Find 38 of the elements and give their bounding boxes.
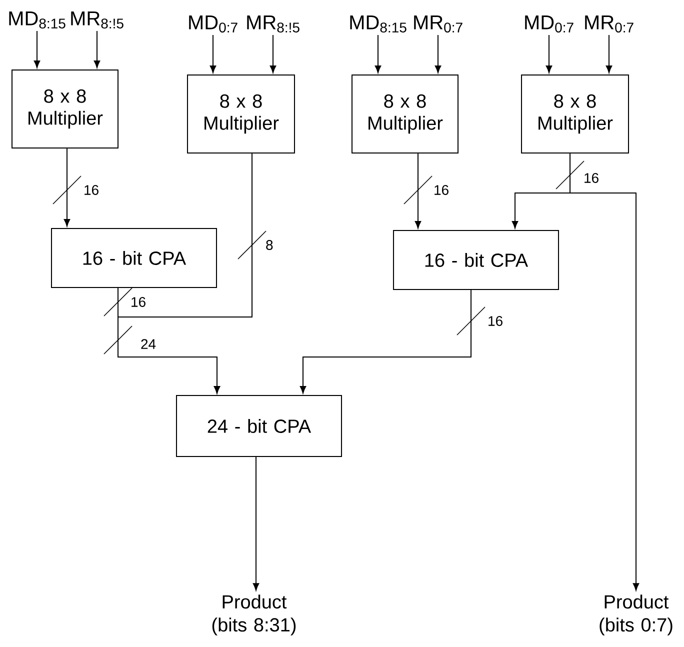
arrow — [34, 30, 40, 68]
adder-box: 16 - bit CPA — [51, 228, 217, 288]
signal-label: MR$_{8:!5}$ — [247, 16, 300, 32]
multiplier-box: 8 x 8 Multiplier — [521, 74, 629, 154]
edge-label: 16 — [132, 297, 146, 307]
adder-box: 16 - bit CPA — [393, 230, 559, 290]
arrow — [570, 153, 640, 591]
arrow — [94, 30, 100, 68]
output-label: Product (bits 8:31) — [212, 594, 296, 636]
signal-label: MD$_{0:7}$ — [189, 16, 238, 32]
edge-label: 16 — [434, 185, 448, 195]
arrow — [414, 153, 422, 228]
adder-box: 24 - bit CPA — [176, 395, 342, 457]
arrow — [434, 34, 442, 73]
arrow — [606, 34, 612, 73]
signal-label: MR$_{0:7}$ — [585, 16, 634, 32]
arrow — [210, 34, 216, 73]
arrow — [252, 456, 260, 591]
multiplier-box: 8 x 8 Multiplier — [12, 70, 118, 148]
edge-label: 8 — [266, 240, 273, 250]
output-label: Product (bits 0:7) — [600, 594, 672, 636]
multiplier-box: 8 x 8 Multiplier — [352, 74, 458, 154]
edge-label: 16 — [488, 316, 502, 326]
arrow — [270, 34, 276, 73]
signal-label: MD$_{0:7}$ — [525, 16, 574, 32]
bus-width-label: 24 — [141, 339, 156, 349]
edge-label: 16 — [84, 185, 98, 195]
signal-label: MR$_{8:!5}$ — [71, 12, 124, 28]
arrow — [64, 148, 70, 226]
arrow — [546, 34, 552, 73]
edge-label: 16 — [584, 173, 598, 183]
signal-label: MR$_{0:7}$ — [414, 16, 462, 32]
arrow — [374, 34, 382, 73]
arrow — [300, 290, 472, 394]
signal-label: MD$_{8:15}$ — [350, 16, 406, 32]
multiplier-box: 8 x 8 Multiplier — [187, 74, 295, 154]
signal-label: MD$_{8:15}$ — [9, 12, 66, 28]
arrow — [118, 288, 220, 394]
